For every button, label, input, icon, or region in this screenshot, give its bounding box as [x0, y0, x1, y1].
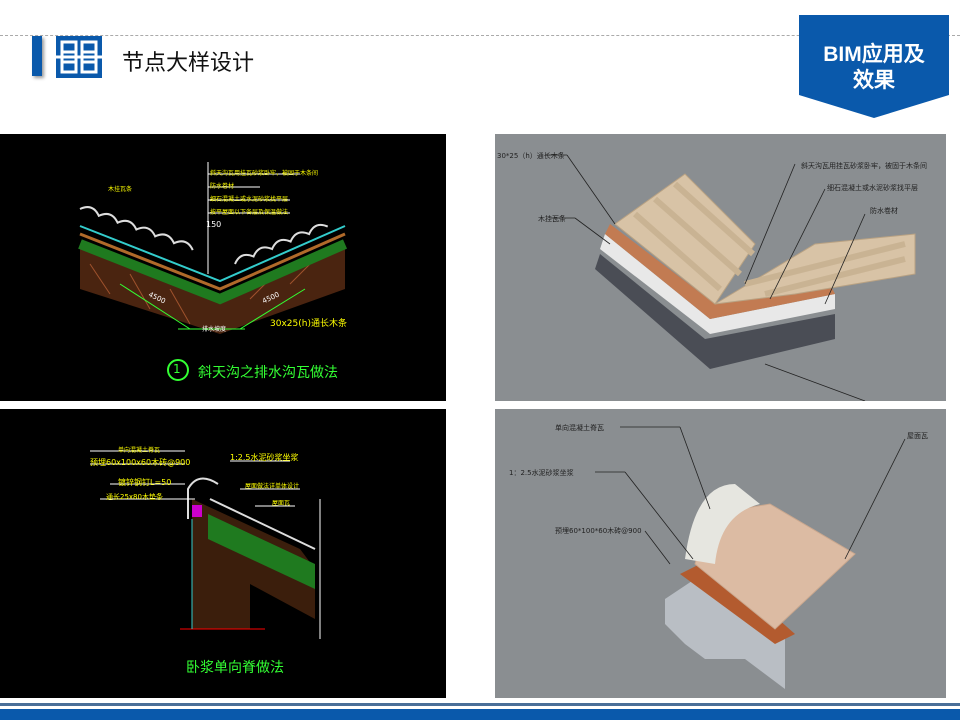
- title-accent-bar: [32, 36, 42, 76]
- render-label: 单向混凝土脊瓦: [555, 424, 604, 432]
- cad-label: 预埋60x100x60木砖@900: [90, 458, 191, 467]
- cad-dimension: 150: [206, 220, 222, 229]
- cad-label: 单向混凝土脊瓦: [118, 447, 161, 454]
- render-label: 屋面瓦: [907, 432, 928, 440]
- render-label: 细石混凝土或水泥砂浆找平层: [827, 184, 918, 192]
- bim-valley-render: 30*25（h）通长木条 木挂瓦条 斜天沟瓦用挂瓦砂浆卧牢，被固于木条间 细石混…: [495, 134, 946, 401]
- render-label: 1：2.5水泥砂浆坐浆: [509, 469, 574, 477]
- render-label: 30*25（h）通长木条: [497, 152, 565, 160]
- cad-label: 1:2.5水泥砂浆坐浆: [230, 453, 299, 462]
- cad-label: 镀锌钢钉L=50: [118, 478, 172, 487]
- cad-label: 木挂瓦条: [108, 186, 133, 193]
- cad-label: 30x25(h)通长木条: [270, 319, 347, 329]
- cad-label: 斜天沟瓦用挂瓦砂浆卧牢，被固于木条间: [210, 170, 319, 177]
- detail-number: 1: [173, 362, 181, 376]
- header-divider: [0, 35, 960, 36]
- page-title: 节点大样设计: [122, 51, 255, 76]
- render-label: 斜天沟瓦用挂瓦砂浆卧牢，被固于木条间: [801, 162, 927, 170]
- cad-label: 屋面瓦: [272, 500, 291, 507]
- cad-label: 排水坡度: [202, 326, 227, 333]
- cad-ridge-drawing: 单向混凝土脊瓦 预埋60x100x60木砖@900 镀锌钢钉L=50 通长25x…: [0, 409, 446, 698]
- cad-label: 防水卷材: [210, 183, 235, 190]
- render-label: 预埋60*100*60木砖@900: [555, 527, 642, 535]
- badge-line-1: BIM应用及: [823, 43, 925, 66]
- company-logo-icon: [56, 36, 102, 78]
- cad-label: 细石混凝土或水泥砂浆找平层: [210, 196, 289, 203]
- cad-label: 按平屋面以下各层及保温做法: [210, 209, 289, 216]
- render-label: 防水卷材: [870, 207, 898, 215]
- cad-label: 屋面做法详单体设计: [245, 483, 300, 490]
- render-label: 木挂瓦条: [538, 215, 566, 223]
- footer-stripe: [0, 709, 960, 720]
- cad-caption: 卧浆单向脊做法: [186, 660, 284, 676]
- cad-valley-drawing: 斜天沟瓦用挂瓦砂浆卧牢，被固于木条间 防水卷材 细石混凝土或水泥砂浆找平层 按平…: [0, 134, 446, 401]
- badge-line-2: 效果: [853, 69, 895, 92]
- bim-ridge-render: 单向混凝土脊瓦 1：2.5水泥砂浆坐浆 预埋60*100*60木砖@900 屋面…: [495, 409, 946, 698]
- cad-caption: 斜天沟之排水沟瓦做法: [198, 365, 338, 381]
- cad-label: 通长25x80木垫条: [106, 493, 163, 501]
- section-badge: BIM应用及效果: [799, 15, 949, 118]
- footer-stripe-thin: [0, 703, 960, 706]
